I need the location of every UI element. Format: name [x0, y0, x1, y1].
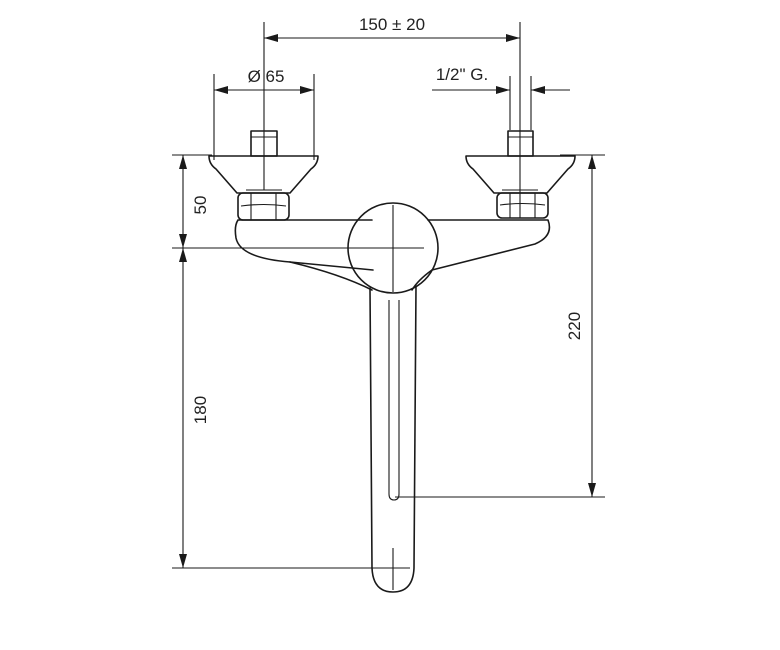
spout	[369, 285, 417, 593]
center-distance-label: 150 ± 20	[359, 15, 425, 34]
dimension-height-upper: 50	[172, 154, 410, 249]
dimension-rosette-diameter: Ø 65	[213, 67, 315, 160]
rosette-diameter-label: Ø 65	[248, 67, 285, 86]
height-lower-label: 180	[191, 396, 210, 424]
dimension-height-lower: 180	[172, 248, 408, 569]
mixer-cartridge	[347, 202, 439, 294]
height-total-label: 220	[565, 312, 584, 340]
dimension-height-total: 220	[395, 154, 605, 498]
connection-centerlines	[246, 132, 538, 218]
mixer-body	[234, 219, 551, 291]
height-upper-label: 50	[191, 196, 210, 215]
thread-label: 1/2" G.	[436, 65, 488, 84]
dimension-center-distance: 150 ± 20	[263, 15, 521, 190]
dimension-thread: 1/2" G.	[432, 65, 570, 130]
